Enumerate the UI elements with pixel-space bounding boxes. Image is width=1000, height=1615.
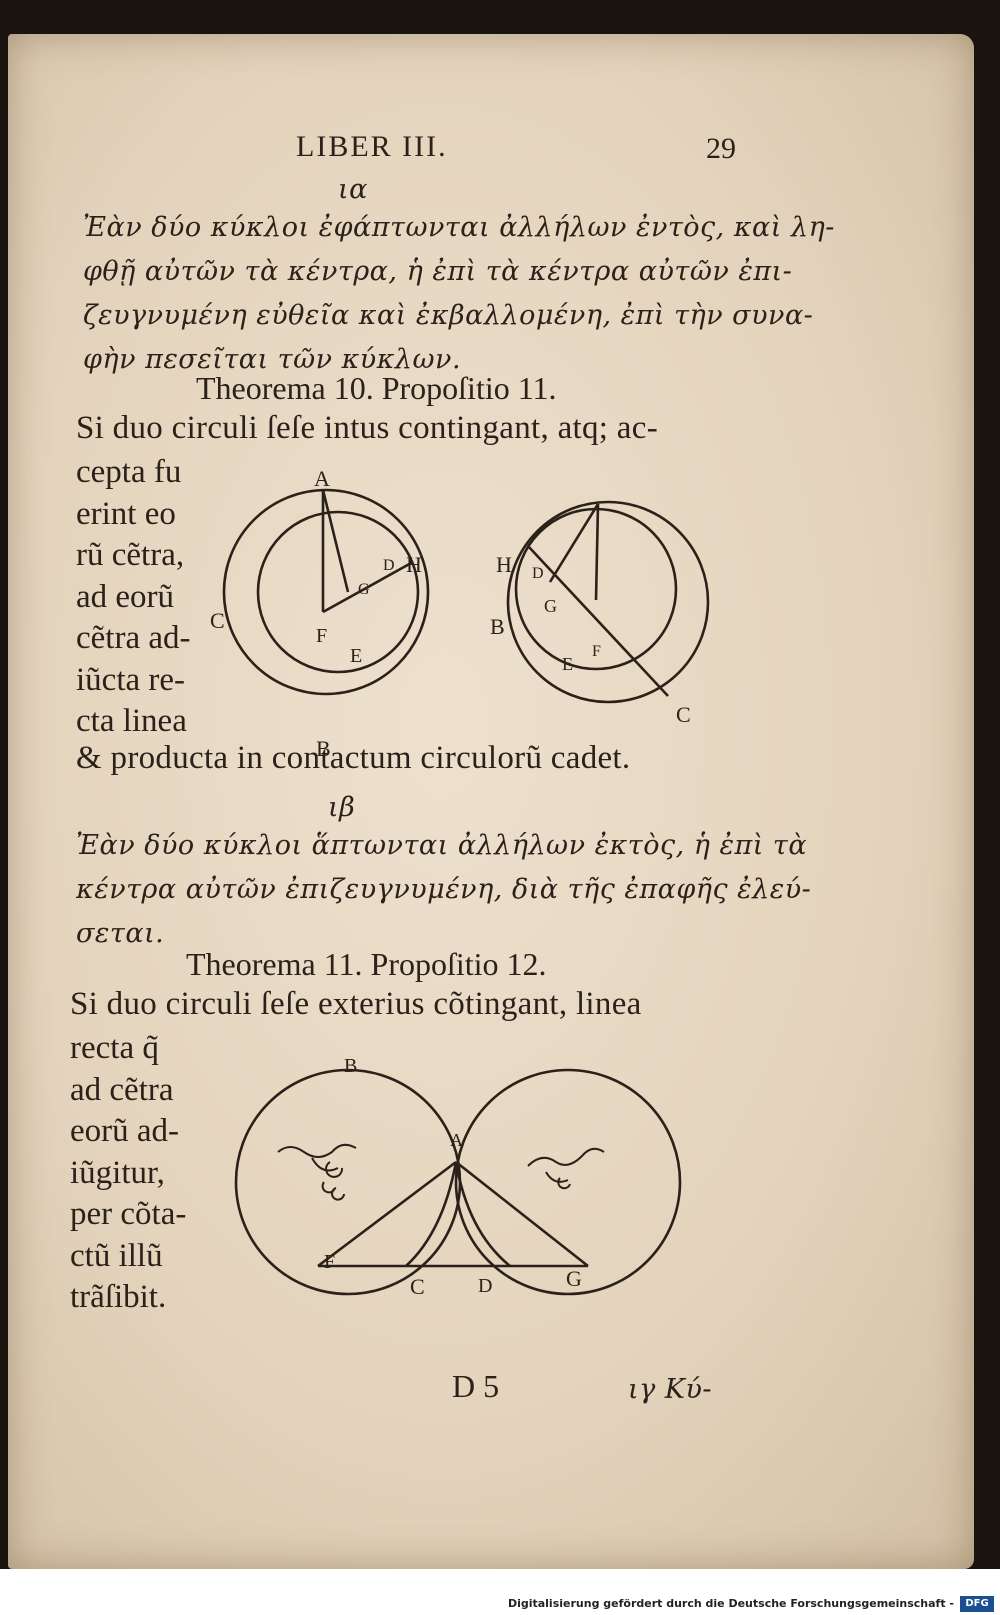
left-outer-circle — [222, 488, 430, 696]
theorem-heading-1: Theorema 10. Propoſitio 11. — [196, 370, 557, 406]
latin-side-line: cẽtra ad- — [76, 620, 191, 656]
catchword: ιγ Κύ- — [628, 1374, 713, 1405]
latin-side-line: iũcta re- — [76, 661, 186, 698]
theorem-heading-2: Theorema 11. Propoſitio 12. — [186, 946, 547, 982]
figure-label: G — [566, 1266, 582, 1291]
latin-side-line: per cõta- — [70, 1196, 187, 1232]
figure-label: G — [544, 596, 557, 616]
book-page: LIBER III. 29 ια Ἐὰν δύο κύκλοι ἐφάπτωντ… — [8, 34, 974, 1569]
greek-line: κέντρα αὐτῶν ἐπιζευγνυμένη, διὰ τῆς ἐπαφ… — [76, 874, 812, 905]
figure-label: C — [676, 702, 691, 727]
right-ornament — [527, 1147, 605, 1190]
greek-line: ζευγνυμένη εὐθεῖα καὶ ἐκβαλλομένη, ἐπὶ τ… — [83, 300, 814, 331]
figure-label: G — [358, 581, 370, 598]
figure-label: C — [210, 608, 225, 633]
figure-label: D — [383, 557, 395, 574]
right-radius-line — [594, 503, 600, 601]
right-aux-line — [548, 503, 600, 583]
latin-line: & producta in contactum circulorũ cadet. — [76, 740, 631, 776]
figure-external-tangency: B A F C D G — [234, 1055, 682, 1299]
latin-side-line: ad cẽtra — [70, 1071, 174, 1108]
figure-internal-tangency: A D H G C F E B H D G B F E C — [210, 466, 710, 761]
right-diameter-line — [527, 545, 669, 697]
figure-label: A — [450, 1130, 463, 1150]
latin-line: Si duo circuli ſeſe intus contingant, at… — [76, 410, 658, 446]
left-chord-line — [322, 560, 414, 614]
figure-label: F — [592, 643, 601, 660]
figure-label: B — [316, 736, 331, 761]
latin-line: Si duo circuli ſeſe exterius cõtingant, … — [70, 986, 642, 1022]
figure-label: D — [478, 1275, 492, 1297]
figure-label: E — [350, 645, 362, 667]
figure-label: B — [490, 614, 505, 639]
greek-line: Ἐὰν δύο κύκλοι ἅπτωνται ἀλλήλων ἐκτὸς, ἡ… — [76, 830, 808, 861]
footer-bar: Digitalisierung gefördert durch die Deut… — [0, 1569, 1000, 1615]
greek-line: Ἐὰν δύο κύκλοι ἐφάπτωνται ἀλλήλων ἐντὸς,… — [83, 212, 835, 243]
figure-label: E — [562, 654, 573, 674]
left-inner-circle — [256, 510, 420, 674]
latin-side-line: erint eo — [76, 495, 176, 532]
latin-side-line: ctũ illũ — [70, 1237, 163, 1274]
figure-label: H — [406, 552, 422, 577]
running-header: LIBER III. — [296, 130, 448, 163]
figure-label: F — [324, 1251, 335, 1273]
latin-side-line: cta linea — [76, 703, 187, 739]
latin-side-line: eorũ ad- — [70, 1113, 180, 1149]
greek-line: σεται. — [76, 918, 165, 949]
right-outer-circle — [506, 500, 710, 704]
figure-label: B — [344, 1055, 357, 1077]
figure-label: C — [410, 1274, 425, 1299]
latin-side-line: rũ cẽtra, — [76, 537, 185, 573]
figure-label: A — [314, 466, 330, 491]
latin-side-column-1: cepta fu erint eo rũ cẽtra, ad eorũ cẽtr… — [76, 452, 191, 743]
right-inner-arc — [454, 1161, 511, 1268]
figure-label: H — [496, 552, 512, 577]
right-circle — [454, 1068, 682, 1296]
figure-label: F — [316, 625, 327, 647]
left-side-line — [317, 1160, 457, 1268]
dfg-logo: DFG — [960, 1596, 994, 1612]
latin-side-line: recta q̃ — [70, 1030, 159, 1066]
latin-side-line: cepta fu — [76, 454, 182, 490]
figure-label: D — [532, 565, 544, 582]
greek-line: φθῇ αὐτῶν τὰ κέντρα, ἡ ἐπὶ τὰ κέντρα αὐτ… — [83, 256, 793, 287]
latin-side-line: iũgitur, — [70, 1154, 165, 1191]
latin-side-column-2: recta q̃ ad cẽtra eorũ ad- iũgitur, per … — [70, 1028, 186, 1319]
greek-number-2: ιβ — [328, 792, 356, 823]
latin-side-line: ad eorũ — [76, 578, 175, 615]
right-side-line — [455, 1160, 589, 1268]
left-circle — [234, 1068, 462, 1296]
greek-number-1: ια — [338, 174, 368, 205]
left-aux-line — [321, 489, 350, 593]
latin-side-line: trãſibit. — [70, 1279, 167, 1315]
signature-mark: D 5 — [452, 1368, 500, 1404]
footer-credit: Digitalisierung gefördert durch die Deut… — [507, 1597, 954, 1610]
left-inner-arc — [405, 1161, 458, 1267]
greek-line: φὴν πεσεῖται τῶν κύκλων. — [83, 344, 462, 375]
page-number: 29 — [706, 132, 736, 165]
left-ornament — [277, 1143, 357, 1201]
